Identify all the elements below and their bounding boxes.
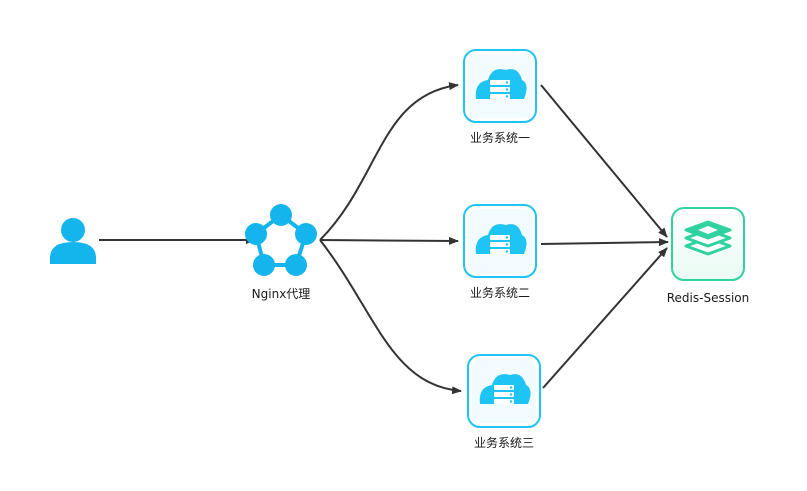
sys3-label: 业务系统三 bbox=[474, 435, 534, 450]
sys3-node[interactable]: 业务系统三 bbox=[467, 354, 541, 450]
redis-label: Redis-Session bbox=[667, 291, 750, 305]
edges bbox=[99, 82, 669, 395]
edge-sys3-to-redis bbox=[542, 247, 668, 389]
edge-sys1-to-redis bbox=[540, 84, 668, 238]
sys2-label: 业务系统二 bbox=[470, 285, 530, 300]
sys1-node[interactable]: 业务系统一 bbox=[463, 49, 537, 145]
edge-nginx-to-sys2 bbox=[319, 236, 459, 245]
cloud-server-icon bbox=[463, 204, 537, 278]
cloud-server-icon bbox=[467, 354, 541, 428]
sys2-node[interactable]: 业务系统二 bbox=[463, 204, 537, 300]
edge-sys2-to-redis bbox=[540, 238, 669, 247]
network-icon bbox=[245, 204, 317, 276]
sys1-label: 业务系统一 bbox=[470, 130, 530, 145]
edge-nginx-to-sys1 bbox=[319, 82, 459, 241]
redis-node[interactable]: Redis-Session bbox=[667, 207, 750, 305]
database-stack-icon bbox=[671, 207, 745, 281]
edge-nginx-to-sys3 bbox=[319, 239, 462, 395]
user-icon bbox=[50, 218, 96, 264]
user-node[interactable] bbox=[50, 218, 96, 264]
nginx-label: Nginx代理 bbox=[252, 287, 311, 301]
cloud-server-icon bbox=[463, 49, 537, 123]
nginx-node[interactable]: Nginx代理 bbox=[245, 204, 317, 301]
